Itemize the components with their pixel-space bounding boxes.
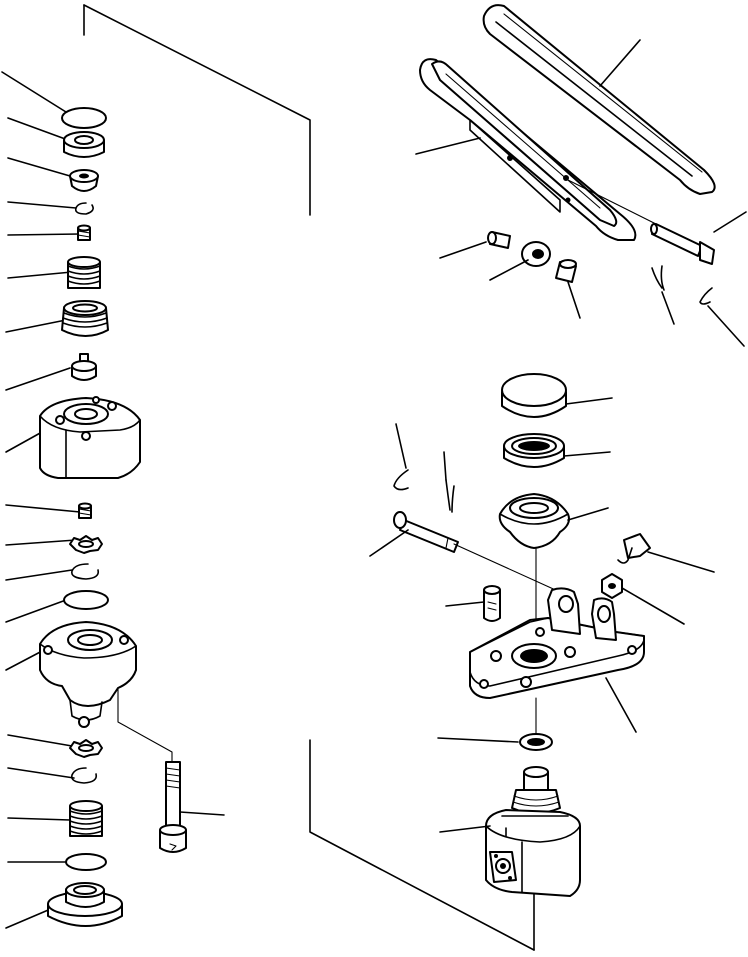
left-part-spring-lower <box>69 800 103 837</box>
right-part-valve-assembly <box>485 766 581 897</box>
left-part-small-spring-2 <box>78 502 92 519</box>
left-part-large-spring <box>61 300 109 337</box>
right-leader-pedal <box>415 39 661 227</box>
left-part-cap <box>47 882 123 927</box>
right-part-seal <box>503 433 565 468</box>
right-part-pin-1 <box>487 231 511 249</box>
left-leader-body-to-bolt <box>117 687 173 763</box>
left-part-snap-ring-3 <box>70 767 98 784</box>
right-part-long-pin <box>393 511 459 553</box>
right-part-pin-2 <box>650 223 715 265</box>
left-part-snap-ring-2 <box>70 563 100 580</box>
left-part-spring <box>67 256 101 289</box>
right-part-cap-screw <box>483 585 501 622</box>
right-part-collar <box>521 241 551 267</box>
right-leader-cap-seal-boot <box>563 397 613 521</box>
right-leader-left-pins <box>369 423 561 593</box>
left-leader-lines <box>1 71 225 929</box>
right-part-pedal <box>419 58 637 241</box>
right-part-dust-cap <box>501 373 567 418</box>
right-part-boot <box>498 493 570 549</box>
left-part-small-spring-1 <box>77 224 91 241</box>
right-part-cotter-pin-4 <box>445 479 455 513</box>
right-part-cotter-pin-1 <box>651 265 665 291</box>
right-part-o-ring <box>519 733 553 751</box>
right-part-bracket <box>469 587 645 699</box>
left-part-valve-body-upper <box>39 396 141 479</box>
left-part-retainer <box>69 169 99 192</box>
left-part-plunger <box>71 353 97 381</box>
right-leader-screws <box>445 551 715 625</box>
right-part-nut <box>601 573 623 599</box>
right-leader-o-ring <box>437 737 519 743</box>
right-part-cotter-pin-3 <box>393 469 409 491</box>
left-part-long-bolt <box>159 761 187 853</box>
left-part-valve-body-lower <box>39 621 137 728</box>
left-part-lock-washer-2 <box>69 739 103 758</box>
right-leader-pins <box>439 211 747 347</box>
left-part-o-ring-middle <box>63 590 109 610</box>
right-leader-valve <box>439 825 491 833</box>
right-leader-bracket <box>605 677 637 733</box>
left-part-bushing <box>63 131 105 158</box>
right-part-bushing <box>555 259 577 283</box>
right-part-cotter-pin-2 <box>699 287 713 305</box>
right-part-bolt <box>617 533 651 564</box>
right-group-bracket <box>309 739 535 951</box>
right-part-pedal-cover <box>482 4 716 195</box>
left-group-bracket <box>83 4 311 216</box>
left-part-o-ring-bottom <box>65 853 107 871</box>
left-part-snap-ring-1 <box>74 202 94 215</box>
left-part-o-ring-top <box>61 107 107 129</box>
left-part-lock-washer-1 <box>69 535 103 554</box>
